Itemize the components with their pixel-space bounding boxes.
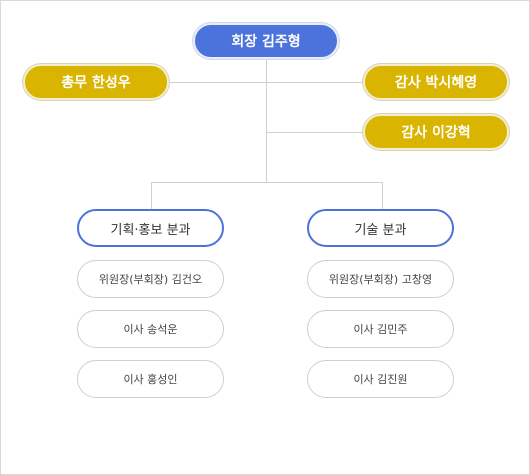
connector-right-exec-2 <box>266 132 363 133</box>
connector-trunk <box>266 56 267 182</box>
connector-right-exec-1 <box>266 82 363 83</box>
connector-dept-left <box>151 182 152 211</box>
member-right-1: 위원장(부회장) 고창영 <box>307 260 454 298</box>
connector-dept-right <box>382 182 383 211</box>
member-right-3: 이사 김진원 <box>307 360 454 398</box>
connector-dept-horizontal <box>151 182 383 183</box>
auditor-node-2: 감사 이강혁 <box>363 114 509 150</box>
member-left-1: 위원장(부회장) 김건오 <box>77 260 224 298</box>
chairman-node: 회장 김주형 <box>193 23 339 59</box>
member-left-3: 이사 홍성인 <box>77 360 224 398</box>
connector-left-exec <box>167 82 266 83</box>
auditor-node-1: 감사 박시혜영 <box>363 64 509 100</box>
dept-technology: 기술 분과 <box>307 209 454 247</box>
general-affairs-node: 총무 한성우 <box>23 64 169 100</box>
member-right-2: 이사 김민주 <box>307 310 454 348</box>
member-left-2: 이사 송석운 <box>77 310 224 348</box>
dept-planning-pr: 기획·홍보 분과 <box>77 209 224 247</box>
